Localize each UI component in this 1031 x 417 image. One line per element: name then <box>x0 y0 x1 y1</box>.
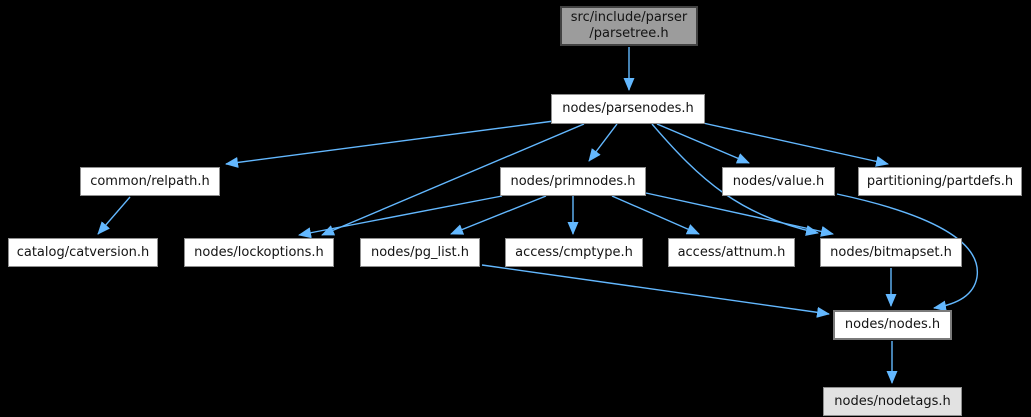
edge-primnodes-to-pg_list <box>450 195 547 235</box>
edge-primnodes-to-lockoptions <box>298 195 503 239</box>
graph-node-partdefs[interactable]: partitioning/partdefs.h <box>858 167 1022 196</box>
graph-node-nodes_h[interactable]: nodes/nodes.h <box>833 310 952 340</box>
edge-parsenodes-to-primnodes <box>588 123 618 162</box>
edge-primnodes-to-bitmapset <box>645 192 834 237</box>
graph-node-value[interactable]: nodes/value.h <box>722 167 835 196</box>
edge-parsenodes-to-value <box>656 123 750 164</box>
edge-parsenodes-to-partdefs <box>702 122 889 167</box>
graph-node-cmptype[interactable]: access/cmptype.h <box>505 238 643 267</box>
graph-node-relpath[interactable]: common/relpath.h <box>80 167 220 196</box>
edge-parsenodes-to-relpath <box>225 120 555 168</box>
edge-parsenodes-to-lockoptions <box>321 123 585 236</box>
graph-node-catversion[interactable]: catalog/catversion.h <box>8 238 158 267</box>
edge-primnodes-to-attnum <box>611 195 700 235</box>
graph-node-parsenodes[interactable]: nodes/parsenodes.h <box>551 94 705 124</box>
graph-node-lockoptions[interactable]: nodes/lockoptions.h <box>184 238 334 267</box>
graph-node-pg_list[interactable]: nodes/pg_list.h <box>360 238 480 267</box>
graph-node-attnum[interactable]: access/attnum.h <box>668 238 795 267</box>
graph-node-nodetags[interactable]: nodes/nodetags.h <box>823 387 962 416</box>
edge-value-to-nodes_h <box>836 193 978 312</box>
graph-node-bitmapset[interactable]: nodes/bitmapset.h <box>820 238 962 267</box>
edge-relpath-to-catversion <box>97 196 131 235</box>
graph-node-primnodes[interactable]: nodes/primnodes.h <box>500 167 646 196</box>
graph-node-parsetree[interactable]: src/include/parser /parsetree.h <box>560 6 698 46</box>
edge-pg_list-to-nodes_h <box>481 264 830 318</box>
